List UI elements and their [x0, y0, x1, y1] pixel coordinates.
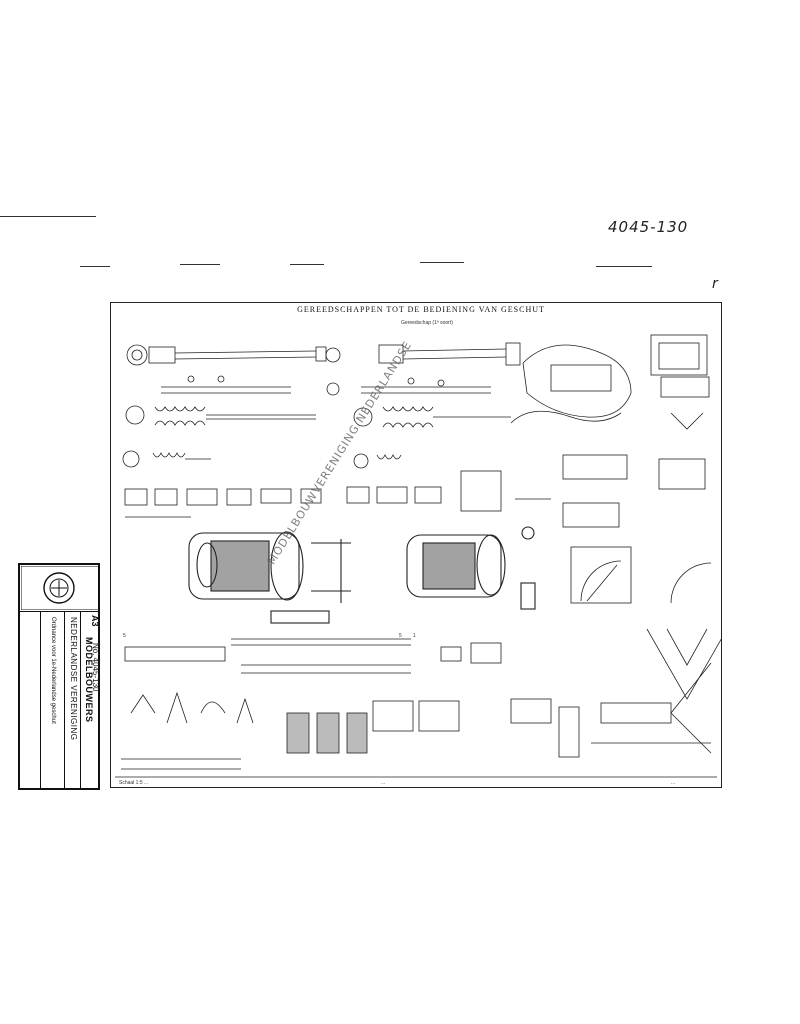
rammer-drawing-left [126, 344, 341, 394]
view-label: 1 [413, 633, 416, 639]
margin-tick-mark: r [712, 276, 718, 292]
footer-left: Schaal 1:5 ... [119, 780, 149, 786]
scan-edge-line [180, 264, 220, 265]
organisation-name: NEDERLANDSE VERENIGING [69, 617, 78, 741]
carriage-drawing-left [188, 531, 351, 624]
footer-center: ... [381, 780, 386, 786]
view-label: 5 [123, 633, 126, 639]
footer-right: ... [671, 780, 676, 786]
quadrant-drawing [570, 546, 712, 604]
technical-drawing [115, 334, 721, 778]
worm-drawing-left [122, 405, 316, 468]
sheet-subtitle: Gereedschap (1ª soort) [401, 320, 453, 326]
sheet-title: GEREEDSCHAPPEN TOT DE BEDIENING VAN GESC… [297, 305, 545, 314]
reference-number: 4045-130 [608, 218, 689, 236]
title-block: Ordnance voor 1e-Nederlandse geschut NED… [18, 563, 100, 790]
lower-long-rods [124, 638, 502, 674]
rammer-drawing-right [326, 342, 521, 396]
association-emblem-icon [21, 566, 99, 610]
scan-edge-line [80, 266, 110, 267]
scan-edge-line [290, 264, 324, 265]
carriage-drawing-right [340, 526, 536, 610]
sponge-bucket-drawing [510, 334, 710, 490]
drawing-sheet: GEREEDSCHAPPEN TOT DE BEDIENING VAN GESC… [110, 302, 722, 788]
scan-edge-line [0, 216, 96, 217]
scan-edge-line [596, 266, 652, 267]
worm-drawing-right [353, 406, 511, 469]
small-parts-left [124, 488, 322, 518]
plate-number: No. 4045-130 [91, 643, 100, 692]
small-parts-right [346, 470, 620, 528]
scan-edge-line [420, 262, 464, 263]
ramp-diagram [591, 628, 721, 754]
plate-size-label: A3 [90, 615, 100, 627]
lower-implements [121, 691, 580, 770]
drawing-subject: Ordnance voor 1e-Nederlandse geschut [50, 617, 56, 724]
view-label: 5 [399, 633, 402, 639]
